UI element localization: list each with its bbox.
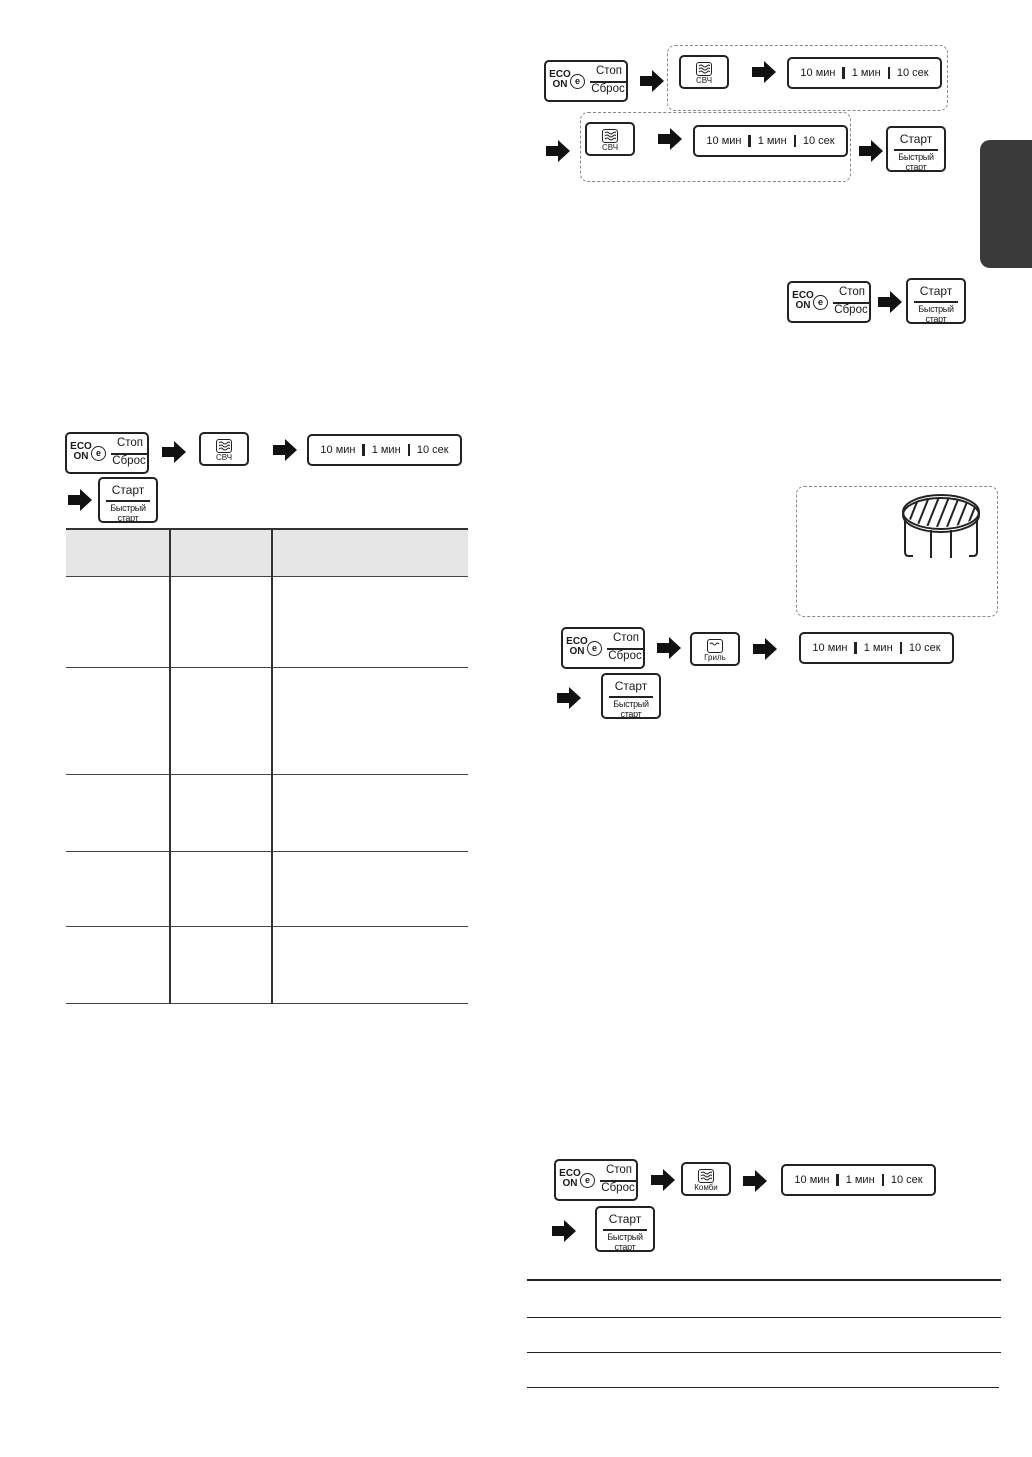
microwave-key[interactable]: СВЧ <box>199 432 249 466</box>
microwave-label: СВЧ <box>601 143 619 152</box>
stop-label: Стоп <box>612 632 640 644</box>
reset-label: Сброс <box>591 83 625 95</box>
start-key[interactable]: Старт Быстрый старт <box>886 126 946 172</box>
table-rule <box>527 1352 1001 1353</box>
start-key[interactable]: Старт Быстрый старт <box>98 477 158 523</box>
10-sec-key[interactable]: 10 сек <box>908 642 941 654</box>
grill-label: Гриль <box>704 653 726 662</box>
stop-label: Стоп <box>595 65 623 77</box>
stop-label: Стоп <box>838 286 866 298</box>
start-key[interactable]: Старт Быстрый старт <box>595 1206 655 1252</box>
combi-key[interactable]: Комби <box>681 1162 731 1196</box>
eco-icon: e <box>570 74 585 89</box>
table-header-row <box>66 528 468 577</box>
10-min-key[interactable]: 10 мин <box>812 642 848 654</box>
start-label: Старт <box>608 1212 642 1226</box>
microwave-label: СВЧ <box>215 453 233 462</box>
1-min-key[interactable]: 1 мин <box>845 1174 875 1186</box>
10-sec-key[interactable]: 10 сек <box>802 135 835 147</box>
reset-label: Сброс <box>834 304 868 316</box>
grill-rack-icon <box>895 492 987 569</box>
quick-start-label: Быстрый старт <box>110 503 146 523</box>
10-min-key[interactable]: 10 мин <box>800 67 836 79</box>
table-rule <box>527 1317 1001 1318</box>
microwave-label: СВЧ <box>695 76 713 85</box>
grill-key[interactable]: Гриль <box>690 632 740 666</box>
start-label: Старт <box>899 132 933 146</box>
start-key[interactable]: Старт Быстрый старт <box>906 278 966 324</box>
microwave-waves-icon <box>602 129 618 143</box>
start-key[interactable]: Старт Быстрый старт <box>601 673 661 719</box>
time-keys[interactable]: 10 мин 1 мин 10 сек <box>693 125 848 157</box>
stop-label: Стоп <box>605 1164 633 1176</box>
section-side-tab <box>980 140 1032 268</box>
table-rule <box>527 1387 999 1388</box>
1-min-key[interactable]: 1 мин <box>757 135 787 147</box>
10-sec-key[interactable]: 10 сек <box>890 1174 923 1186</box>
microwave-key[interactable]: СВЧ <box>679 55 729 89</box>
power-levels-table <box>66 528 468 1004</box>
table-row <box>66 576 468 668</box>
table-row <box>66 667 468 775</box>
table-row <box>66 774 468 852</box>
reset-label: Сброс <box>112 455 146 467</box>
eco-icon: e <box>580 1173 595 1188</box>
stop-label: Стоп <box>116 437 144 449</box>
10-sec-key[interactable]: 10 сек <box>896 67 929 79</box>
combi-icon <box>698 1169 714 1183</box>
table-rule <box>527 1279 1001 1281</box>
time-keys[interactable]: 10 мин 1 мин 10 сек <box>787 57 942 89</box>
stage-1-dashed-box <box>667 45 948 111</box>
10-sec-key[interactable]: 10 сек <box>416 444 449 456</box>
start-label: Старт <box>614 679 648 693</box>
eco-icon: e <box>587 641 602 656</box>
1-min-key[interactable]: 1 мин <box>851 67 881 79</box>
microwave-key[interactable]: СВЧ <box>585 122 635 156</box>
1-min-key[interactable]: 1 мин <box>371 444 401 456</box>
reset-label: Сброс <box>608 650 642 662</box>
time-keys[interactable]: 10 мин 1 мин 10 сек <box>799 632 954 664</box>
10-min-key[interactable]: 10 мин <box>706 135 742 147</box>
time-keys[interactable]: 10 мин 1 мин 10 сек <box>307 434 462 466</box>
grill-heater-icon <box>707 639 723 653</box>
quick-start-label: Быстрый старт <box>607 1232 643 1252</box>
quick-start-label: Быстрый старт <box>898 152 934 172</box>
table-row <box>66 926 468 1004</box>
eco-icon: e <box>813 295 828 310</box>
grill-rack-dashed-box <box>796 486 998 617</box>
reset-label: Сброс <box>601 1182 635 1194</box>
stage-2-dashed-box <box>580 112 851 182</box>
time-keys[interactable]: 10 мин 1 мин 10 сек <box>781 1164 936 1196</box>
eco-icon: e <box>91 446 106 461</box>
microwave-waves-icon <box>216 439 232 453</box>
10-min-key[interactable]: 10 мин <box>320 444 356 456</box>
quick-start-label: Быстрый старт <box>613 699 649 719</box>
start-label: Старт <box>919 284 953 298</box>
quick-start-label: Быстрый старт <box>918 304 954 324</box>
10-min-key[interactable]: 10 мин <box>794 1174 830 1186</box>
1-min-key[interactable]: 1 мин <box>863 642 893 654</box>
start-label: Старт <box>111 483 145 497</box>
table-row <box>66 851 468 927</box>
microwave-waves-icon <box>696 62 712 76</box>
combi-label: Комби <box>694 1183 718 1192</box>
